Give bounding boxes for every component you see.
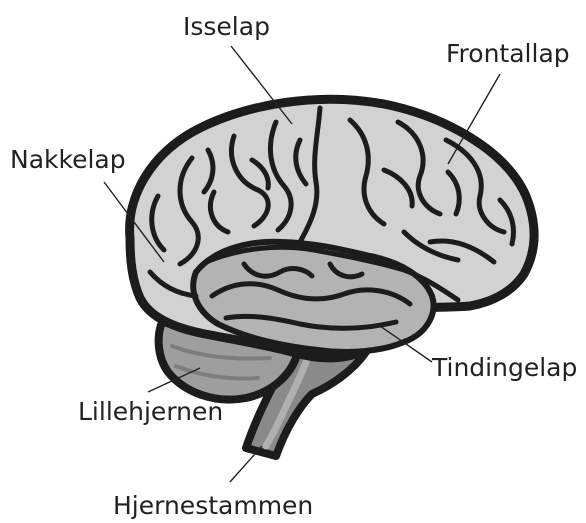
label-brainstem: Hjernestammen [113,491,313,520]
label-parietal-lobe: Isselap [183,12,270,41]
label-cerebellum: Lillehjernen [78,397,223,426]
label-occipital-lobe: Nakkelap [10,145,126,174]
label-temporal-lobe: Tindingelap [431,353,577,382]
label-frontal-lobe: Frontallap [446,39,570,68]
